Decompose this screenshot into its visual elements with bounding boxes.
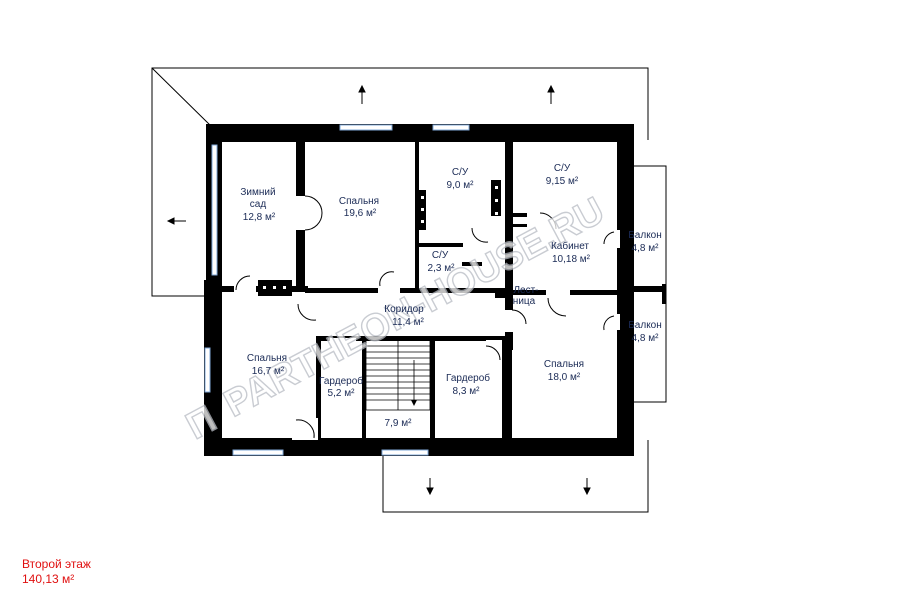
- arrow-down-icon: [426, 478, 434, 496]
- room-name: С/У: [432, 250, 449, 261]
- window: [339, 124, 393, 131]
- room-area: 18,0 м²: [548, 372, 581, 383]
- room-name: Спальня: [544, 359, 584, 370]
- room-area: 8,3 м²: [453, 386, 481, 397]
- fixture-dots: [263, 186, 498, 289]
- door-swing: [471, 227, 489, 243]
- room-area: 2,3 м²: [428, 263, 456, 274]
- room-area: 9,0 м²: [447, 180, 475, 191]
- room-area: 19,6 м²: [344, 208, 377, 219]
- door-swing: [297, 303, 317, 321]
- door-swing: [295, 419, 315, 439]
- room-name: Лест-: [513, 285, 538, 296]
- room-labels: Зимний сад 12,8 м² Спальня 19,6 м² С/У 9…: [240, 163, 661, 429]
- windows: [204, 124, 470, 456]
- staircase: [365, 339, 431, 411]
- arrow-down-icon: [583, 478, 591, 496]
- door-swing: [379, 271, 395, 287]
- balcony-divider: [632, 286, 666, 292]
- balcony-outline: [632, 165, 667, 403]
- room-area: 9,15 м²: [546, 176, 579, 187]
- room-area: 7,9 м²: [385, 418, 413, 429]
- room-name: Гардероб: [319, 375, 363, 387]
- exterior-walls: [204, 124, 634, 456]
- floor-title: Второй этаж: [22, 557, 91, 571]
- room-name: С/У: [452, 167, 469, 178]
- stairs-arrow-icon: [411, 400, 417, 406]
- door-swing: [485, 345, 501, 361]
- door-swings: [235, 195, 615, 439]
- room-area: 4,8 м²: [632, 333, 660, 344]
- window: [232, 449, 284, 456]
- room-area: 5,2 м²: [328, 388, 356, 399]
- arrow-up-icon: [358, 84, 366, 104]
- arrow-up-icon: [547, 84, 555, 104]
- door-swing: [304, 195, 323, 231]
- room-area: 12,8 м²: [243, 212, 276, 223]
- room-name: ница: [513, 296, 536, 307]
- room-name: Коридор: [384, 304, 424, 315]
- door-swing: [511, 309, 527, 325]
- room-name: Спальня: [247, 353, 287, 364]
- room-area: 4,8 м²: [632, 243, 660, 254]
- roof-outline-bottom: [382, 440, 649, 513]
- balcony-divider-post: [662, 284, 666, 304]
- room-name: С/У: [554, 163, 571, 174]
- window-frames: [217, 130, 469, 450]
- room-name: Спальня: [339, 196, 379, 207]
- room-area: 16,7 м²: [252, 366, 285, 377]
- door-swing: [547, 297, 567, 317]
- slope-arrows: [166, 84, 591, 496]
- window: [211, 144, 218, 276]
- roof-hip-line: [151, 67, 214, 129]
- room-name: сад: [250, 199, 267, 210]
- window: [204, 347, 211, 393]
- window: [381, 449, 429, 456]
- door-swing: [603, 315, 615, 331]
- door-swing: [235, 275, 251, 291]
- room-name: Гардероб: [446, 372, 490, 384]
- floor-area: 140,13 м²: [22, 572, 75, 586]
- door-swing: [603, 231, 615, 245]
- room-name: Зимний: [240, 187, 275, 198]
- room-name: Балкон: [628, 230, 662, 241]
- door-swing: [539, 212, 557, 230]
- door-openings: [234, 196, 620, 440]
- room-name: Кабинет: [551, 240, 589, 252]
- window: [432, 124, 470, 131]
- room-area: 10,18 м²: [552, 254, 591, 265]
- room-area: 11,4 м²: [392, 317, 424, 328]
- arrow-left-icon: [166, 217, 186, 225]
- room-name: Балкон: [628, 320, 662, 331]
